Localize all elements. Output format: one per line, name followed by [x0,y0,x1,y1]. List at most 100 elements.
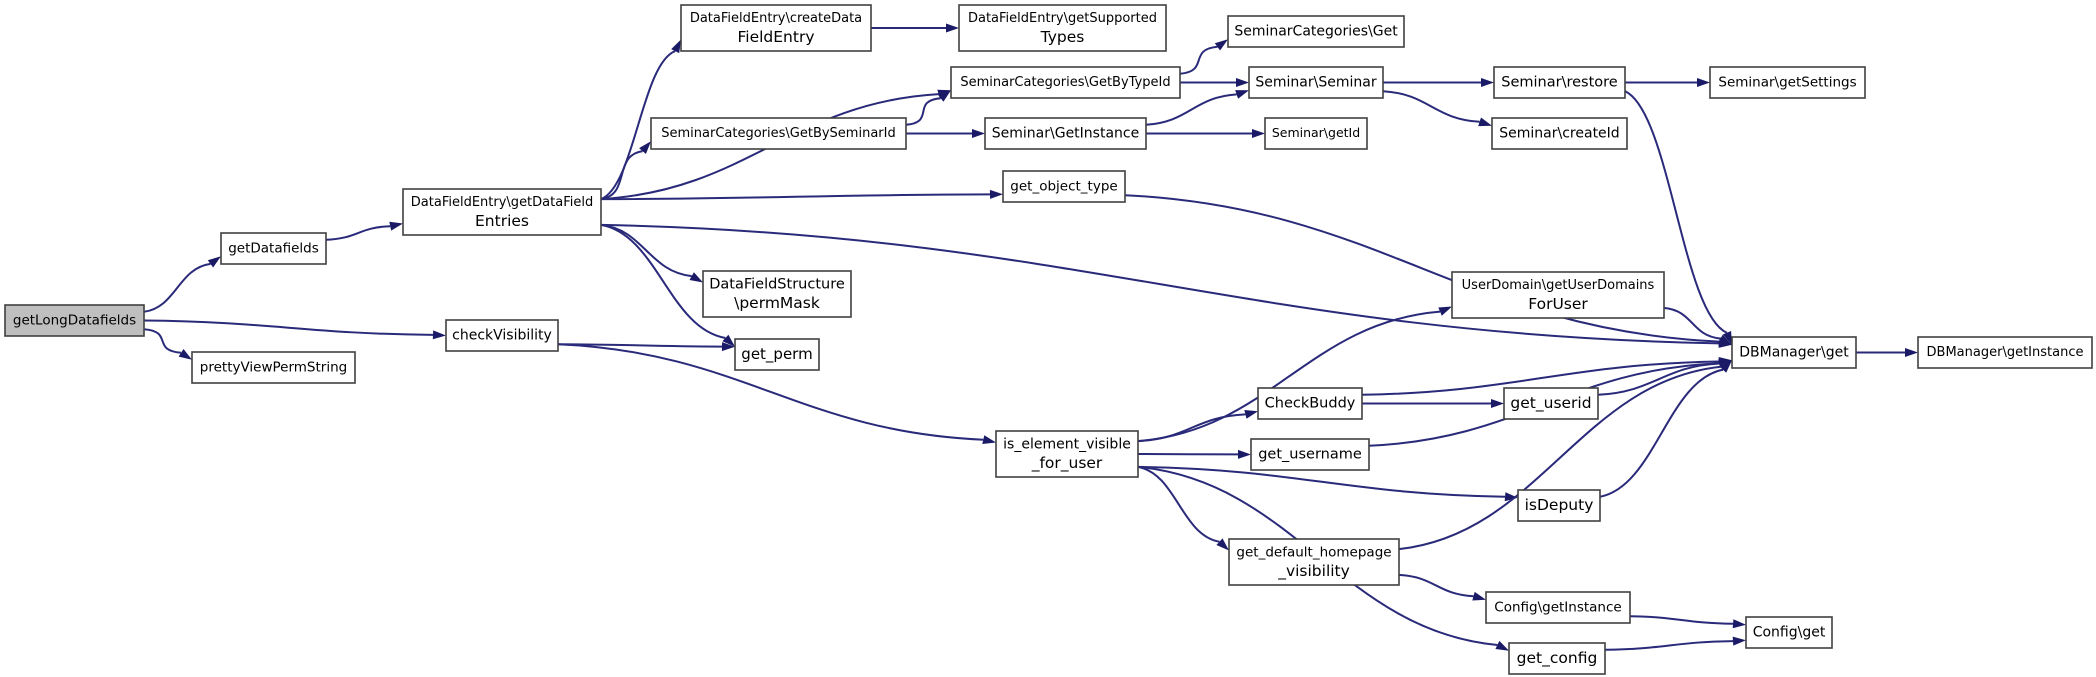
node-box-getDatafields[interactable] [220,232,327,265]
node-Seminarrestore[interactable]: Seminar\restore [1493,66,1626,99]
arrowhead-getLongDatafields-to-getDatafields [207,256,221,268]
node-box-SeminarSeminar[interactable] [1248,66,1384,99]
edge-is_element_visible_for_user-to-get_default_homepage_visibility [1137,465,1220,543]
node-box-get_userid[interactable] [1503,387,1599,420]
edge-getDataFieldEntries-to-DataFieldStructurepermMask [600,223,692,278]
node-isDeputy[interactable]: isDeputy [1517,489,1601,522]
node-box-isDeputy[interactable] [1517,489,1601,522]
arrowhead-SeminarSeminar-to-SeminarcreateId [1478,117,1492,127]
edge-getDataFieldEntries-to-get_object_type [600,193,991,201]
node-SeminargetId[interactable]: Seminar\getId [1264,117,1368,150]
node-SeminarGetInstance[interactable]: Seminar\GetInstance [984,117,1147,150]
edge-get_object_type-to-DBManagerget [1124,194,1720,343]
edge-checkVisibility-to-is_element_visible_for_user [557,343,984,441]
node-GetBySeminarId[interactable]: SeminarCategories\GetBySeminarId [650,117,907,150]
node-box-ConfiggetInstance[interactable] [1485,591,1631,624]
node-box-prettyViewPermString[interactable] [191,351,356,384]
arrowhead-GetBySeminarId-to-GetByTypeId [937,90,951,102]
arrowhead-CheckBuddy-to-get_userid [1491,399,1504,408]
node-CheckBuddy[interactable]: CheckBuddy [1257,387,1363,420]
node-box-get_perm[interactable] [734,338,820,371]
node-get_default_homepage_visibility[interactable]: get_default_homepage_visibility [1228,538,1400,586]
node-getLongDatafields[interactable]: getLongDatafields [4,304,145,337]
edge-get_config-to-Configget [1604,640,1734,651]
node-box-getLongDatafields[interactable] [4,304,145,337]
node-get_perm[interactable]: get_perm [734,338,820,371]
node-Configget[interactable]: Config\get [1745,616,1833,649]
node-box-SeminargetSettings[interactable] [1709,66,1866,99]
arrowhead-DBManagerget-to-DBManagergetInstance [1905,348,1918,357]
node-box-SeminarCategoriesGet[interactable] [1227,15,1405,48]
arrowhead-is_element_visible_for_user-to-get_username [1238,449,1251,459]
arrowhead-get_config-to-Configget [1732,636,1746,646]
edge-getDatafields-to-getDataFieldEntries [325,225,391,241]
arrowhead-is_element_visible_for_user-to-CheckBuddy [1244,410,1258,419]
edge-GetByTypeId-to-SeminarCategoriesGet [1179,45,1218,75]
node-box-checkVisibility[interactable] [445,319,559,352]
arrowhead-getDataFieldEntries-to-GetBySeminarId [639,141,651,154]
node-box-is_element_visible_for_user[interactable] [995,430,1139,478]
edge-is_element_visible_for_user-to-CheckBuddy [1137,413,1246,443]
node-box-DataFieldStructurepermMask[interactable] [702,270,852,318]
node-box-createDataFieldEntry[interactable] [680,4,872,52]
node-SeminargetSettings[interactable]: Seminar\getSettings [1709,66,1866,99]
node-get_userid[interactable]: get_userid [1503,387,1599,420]
node-SeminarCategoriesGet[interactable]: SeminarCategories\Get [1227,15,1405,48]
node-box-SeminargetId[interactable] [1264,117,1368,150]
node-DBManagergetInstance[interactable]: DBManager\getInstance [1917,336,2093,369]
node-box-CheckBuddy[interactable] [1257,387,1363,420]
node-is_element_visible_for_user[interactable]: is_element_visible_for_user [995,430,1139,478]
node-box-SeminarcreateId[interactable] [1491,117,1628,150]
arrowhead-GetByTypeId-to-SeminarCategoriesGet [1214,39,1228,51]
node-get_config[interactable]: get_config [1508,642,1606,675]
node-box-Configget[interactable] [1745,616,1833,649]
arrowhead-getDataFieldEntries-to-get_perm [722,334,735,347]
arrowhead-createDataFieldEntry-to-getSupportedTypes [946,23,959,33]
node-get_username[interactable]: get_username [1250,438,1370,471]
node-getDatafields[interactable]: getDatafields [220,232,327,265]
node-box-DBManagergetInstance[interactable] [1917,336,2093,369]
edge-getUserDomainsForUser-to-DBManagerget [1663,306,1721,340]
arrowhead-GetByTypeId-to-SeminarSeminar [1236,78,1249,87]
node-box-DBManagerget[interactable] [1731,336,1857,369]
node-SeminarcreateId[interactable]: Seminar\createId [1491,117,1628,150]
arrowhead-Seminarrestore-to-SeminargetSettings [1697,78,1710,87]
edge-checkVisibility-to-get_perm [557,343,723,348]
node-box-getSupportedTypes[interactable] [958,4,1167,52]
node-box-GetBySeminarId[interactable] [650,117,907,150]
node-box-getDataFieldEntries[interactable] [402,188,602,236]
node-prettyViewPermString[interactable]: prettyViewPermString [191,351,356,384]
arrowhead-getDatafields-to-getDataFieldEntries [389,221,403,231]
edge-is_element_visible_for_user-to-getUserDomainsForUser [1137,310,1441,443]
node-box-get_username[interactable] [1250,438,1370,471]
node-SeminarSeminar[interactable]: Seminar\Seminar [1248,66,1384,99]
node-DataFieldStructurepermMask[interactable]: DataFieldStructure\permMask [702,270,852,318]
node-DBManagerget[interactable]: DBManager\get [1731,336,1857,369]
arrowhead-getDataFieldEntries-to-DataFieldStructurepermMask [689,272,703,283]
node-box-get_object_type[interactable] [1002,170,1126,203]
arrowhead-get_default_homepage_visibility-to-DBManagerget [1718,360,1732,371]
edge-SeminarGetInstance-to-SeminarSeminar [1145,93,1237,126]
edge-isDeputy-to-DBManagerget [1599,368,1724,498]
node-checkVisibility[interactable]: checkVisibility [445,319,559,352]
node-GetByTypeId[interactable]: SeminarCategories\GetByTypeId [950,66,1181,99]
arrowhead-getUserDomainsForUser-to-DBManagerget [1718,334,1732,345]
edge-getDataFieldEntries-to-createDataFieldEntry [600,50,676,201]
edge-getDataFieldEntries-to-GetBySeminarId [600,150,643,201]
node-box-getUserDomainsForUser[interactable] [1451,271,1665,319]
node-box-get_config[interactable] [1508,642,1606,675]
node-get_object_type[interactable]: get_object_type [1002,170,1126,203]
node-ConfiggetInstance[interactable]: Config\getInstance [1485,591,1631,624]
node-box-GetByTypeId[interactable] [950,66,1181,99]
node-box-Seminarrestore[interactable] [1493,66,1626,99]
arrowhead-is_element_visible_for_user-to-get_default_homepage_visibility [1216,538,1229,551]
arrowhead-checkVisibility-to-get_perm [721,342,735,352]
node-box-get_default_homepage_visibility[interactable] [1228,538,1400,586]
edge-is_element_visible_for_user-to-isDeputy [1137,465,1506,498]
node-box-SeminarGetInstance[interactable] [984,117,1147,150]
